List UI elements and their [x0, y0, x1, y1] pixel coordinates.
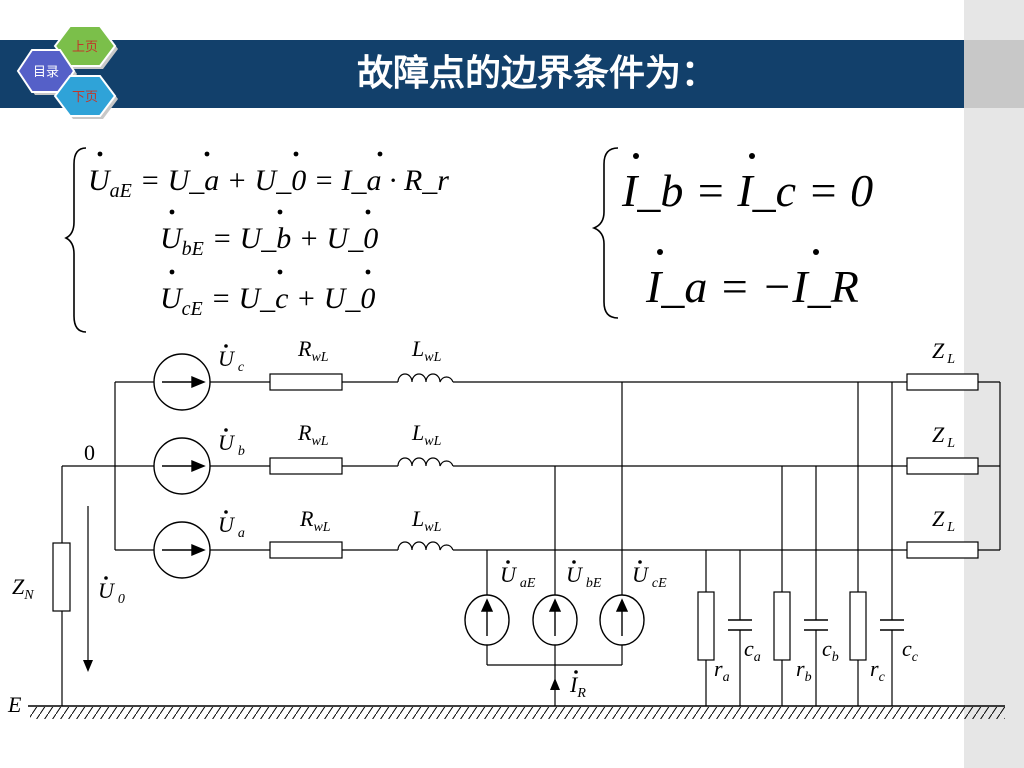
line-inductors [397, 373, 454, 551]
shunt-capacitor-b-label: cb [822, 636, 839, 665]
fault-source-c [599, 594, 645, 646]
prev-page-label: 上页 [72, 40, 98, 55]
fault-current-label: IR [569, 672, 586, 701]
line-inductance-a-label: LwL [411, 506, 442, 535]
fault-source-b [532, 594, 578, 646]
eq-left-1: UaE= U_a + U_0 = I_a · R_r [88, 164, 449, 202]
eq-right-1: I_b = I_c = 0 [621, 165, 873, 216]
next-page-button[interactable]: 下页 [53, 75, 118, 119]
earth-label: E [7, 692, 22, 717]
eq-right-2: I_a = −I_R [645, 261, 859, 312]
ground [28, 705, 1005, 719]
right-brace [591, 147, 619, 319]
line-resistors [269, 373, 343, 559]
neutral-voltage-arrow [83, 506, 93, 672]
shunt-resistor-b-label: rb [796, 656, 812, 685]
neutral-impedance [52, 542, 71, 612]
shunt-resistors [697, 591, 867, 661]
eq-left-2: UbE= U_b + U_0 [160, 222, 378, 260]
shunt-resistor-a-label: ra [714, 656, 730, 685]
nav-buttons: 上页 目录 下页 [16, 25, 118, 119]
source-a [153, 521, 211, 579]
equations: UaE= U_a + U_0 = I_a · R_r UbE= U_b + U_… [64, 147, 873, 333]
line-resistance-c-label: RwL [297, 336, 329, 365]
fault-current-arrow [550, 678, 560, 690]
line-resistance-b-label: RwL [297, 420, 329, 449]
neutral-impedance-label: ZN [12, 574, 34, 603]
slide-title: 故障点的边界条件为： [356, 53, 717, 94]
source-c [153, 353, 211, 411]
next-page-label: 下页 [72, 90, 98, 105]
eq-left-3: UcE= U_c + U_0 [160, 282, 375, 320]
shunt-capacitors [728, 619, 904, 631]
prev-page-button[interactable]: 上页 [53, 25, 118, 69]
source-b [153, 437, 211, 495]
shunt-capacitor-a-label: ca [744, 636, 761, 665]
shunt-resistor-c-label: rc [870, 656, 886, 685]
toc-label: 目录 [33, 65, 59, 80]
left-brace [64, 147, 87, 333]
shunt-capacitor-c-label: cc [902, 636, 919, 665]
node-zero-label: 0 [84, 440, 95, 465]
phase-sources [153, 353, 211, 579]
line-inductance-c-label: LwL [411, 336, 442, 365]
line-inductance-b-label: LwL [411, 420, 442, 449]
fault-source-a [464, 594, 510, 646]
fault-sources [464, 594, 645, 646]
header-bar [0, 40, 964, 108]
load-impedances [906, 373, 979, 559]
right-strip-band [964, 40, 1024, 108]
line-resistance-a-label: RwL [299, 506, 331, 535]
